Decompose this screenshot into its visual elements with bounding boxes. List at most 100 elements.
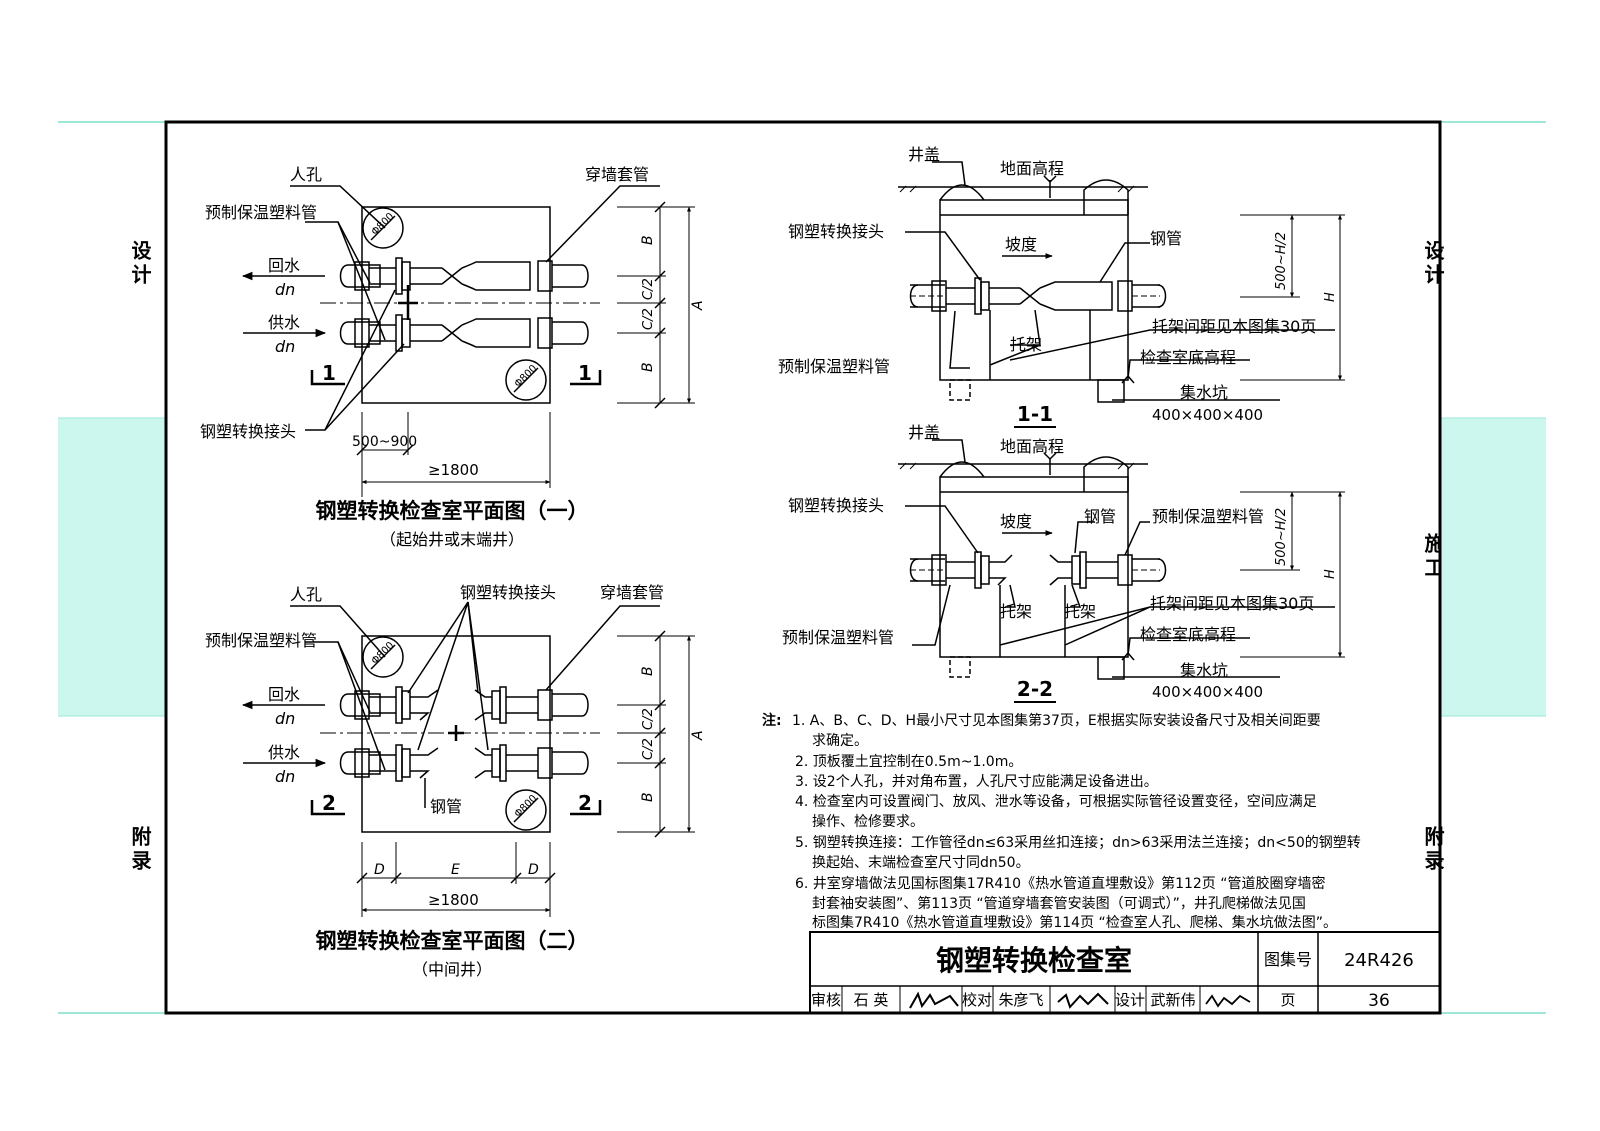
section1-cover-label: 井盖: [908, 145, 940, 164]
section1-support-note: 托架间距见本图集30页: [1152, 317, 1316, 336]
plan1-dim-c2-bottom: C/2: [641, 308, 656, 330]
notes-prefix: 注:: [762, 712, 782, 729]
section2-support-note: 托架间距见本图集30页: [1150, 594, 1314, 613]
section-view-2: [898, 439, 1345, 680]
section1-sump-size: 400×400×400: [1152, 406, 1263, 424]
drawing-title: 钢塑转换检查室: [936, 944, 1132, 977]
plan1-supply-dn: dn: [275, 337, 295, 356]
plan2-return-dn: dn: [275, 709, 295, 728]
plan2-wall-sleeve-label: 穿墙套管: [600, 583, 664, 602]
plan1-dim-range: 500~900: [352, 434, 417, 450]
title-block: [809, 931, 1441, 1014]
section1-sump-label: 集水坑: [1180, 383, 1228, 402]
plan2-supply-dn: dn: [275, 767, 295, 786]
section1-chamber-outline: [939, 199, 1129, 381]
plan1-title: 钢塑转换检查室平面图（一）: [316, 499, 589, 523]
plan1-supply-label: 供水: [268, 313, 300, 332]
plan2-section-mark-right: 2: [578, 791, 592, 815]
section1-label: 1-1: [1017, 402, 1053, 426]
section2-bottom-label: 检查室底高程: [1140, 625, 1236, 644]
plan1-section-mark-right: 1: [578, 361, 592, 385]
section2-slope-label: 坡度: [1000, 512, 1032, 531]
plan2-return-label: 回水: [268, 685, 300, 704]
note-line-3: 2. 顶板覆土宜控制在0.5m~1.0m。: [795, 754, 1022, 770]
checker-signature: [1057, 992, 1109, 1009]
section1-adapter-label: 钢塑转换接头: [788, 222, 884, 241]
section2-support-a-label: 托架: [1000, 602, 1032, 621]
plan2-supply-label: 供水: [268, 743, 300, 762]
atlas-number: 24R426: [1344, 950, 1414, 971]
section2-adapter-label: 钢塑转换接头: [788, 496, 884, 515]
plan2-dim-total: ≥1800: [428, 891, 479, 909]
plan1-chamber-outline: [361, 206, 551, 404]
plan2-dim-b-top: B: [640, 666, 656, 676]
plan2-dim-a: A: [690, 730, 706, 741]
section1-bottom-label: 检查室底高程: [1140, 348, 1236, 367]
note-line-9: 6. 井室穿墙做法见国标图集17R410《热水管道直埋敷设》第112页 “管道胶…: [795, 875, 1326, 892]
plan1-dim-b-top: B: [640, 235, 656, 245]
section1-slope-label: 坡度: [1005, 235, 1037, 254]
section2-dim-h: H: [1323, 569, 1338, 579]
page-label: 页: [1280, 991, 1295, 1009]
designer-name: 武新伟: [1150, 991, 1195, 1009]
plan1-manhole-size-top: Φ800: [370, 211, 397, 238]
reviewer-signature: [909, 991, 959, 1009]
section1-cover-left: [939, 184, 985, 201]
plan2-steel-pipe-label: 钢管: [430, 797, 462, 816]
section2-sump-size: 400×400×400: [1152, 683, 1263, 701]
plan1-manhole-bottom: [505, 359, 547, 401]
section1-dim-h: H: [1323, 292, 1338, 302]
plan2-manhole-size-bottom: Φ800: [513, 793, 540, 820]
drawing-frame: [164, 120, 1442, 1015]
plan2-dim-d-right: D: [528, 862, 539, 878]
notes-block: 注: 1. A、B、C、D、H最小尺寸见本图集第37页，E根据实际安装设备尺寸及…: [762, 712, 1361, 931]
plan2-subtitle: （中间井）: [412, 960, 492, 979]
page-number: 36: [1368, 991, 1390, 1011]
section2-chamber-outline: [939, 476, 1129, 658]
title-block-text: 钢塑转换检查室 图集号 24R426 审核 石 英 校对 朱彦飞 设计 武新伟 …: [811, 944, 1414, 1011]
section2-insulated-pipe-left-label: 预制保温塑料管: [782, 628, 894, 647]
checker-name: 朱彦飞: [998, 991, 1043, 1009]
note-line-4: 3. 设2个人孔，并对角布置，人孔尺寸应能满足设备进出。: [795, 773, 1158, 790]
right-tab-accent: [1440, 418, 1546, 716]
plan2-adapter-label: 钢塑转换接头: [460, 583, 556, 602]
plan1-manhole-label: 人孔: [290, 165, 322, 184]
section1-support-label: 托架: [1010, 335, 1042, 354]
plan-view-1: [241, 185, 695, 497]
plan1-dim-a: A: [690, 300, 706, 311]
section2-label: 2-2: [1017, 677, 1053, 701]
plan2-title: 钢塑转换检查室平面图（二）: [316, 929, 589, 953]
designer-signature: [1205, 994, 1251, 1008]
plan1-wall-sleeve-label: 穿墙套管: [585, 165, 649, 184]
plan-view-2: [241, 601, 695, 917]
section2-steel-pipe-label: 钢管: [1084, 507, 1116, 526]
note-line-1: 1. A、B、C、D、H最小尺寸见本图集第37页，E根据实际安装设备尺寸及相关间…: [792, 712, 1321, 729]
section2-cover-right: [1083, 456, 1129, 492]
plan1-return-label: 回水: [268, 256, 300, 275]
plan2-manhole-label: 人孔: [290, 585, 322, 604]
side-tab-backgrounds: [58, 121, 1546, 1014]
section2-insulated-pipe-right-label: 预制保温塑料管: [1152, 507, 1264, 526]
section-view-1: [898, 161, 1345, 403]
section-view-1-text: 井盖 地面高程 钢塑转换接头 坡度 钢管 预制保温塑料管 托架 托架间距见本图集…: [778, 145, 1338, 426]
plan2-supply-pipe: [339, 744, 589, 782]
section2-dim-top: 500~H/2: [1274, 508, 1289, 566]
plan2-return-pipe: [339, 686, 589, 724]
side-tab-appendix-left: 附录: [128, 826, 152, 874]
check-label: 校对: [962, 991, 992, 1009]
side-tab-design-left: 设计: [128, 240, 152, 288]
review-label: 审核: [811, 991, 841, 1009]
note-line-7: 5. 钢塑转换连接：工作管径dn≤63采用丝扣连接；dn>63采用法兰连接；dn…: [795, 834, 1361, 851]
section1-cover-right: [1083, 179, 1129, 215]
note-line-5: 4. 检查室内可设置阀门、放风、泄水等设备，可根据实际管径设置变径，空间应满足: [795, 793, 1317, 810]
plan2-section-mark-left: 2: [322, 791, 336, 815]
left-tab-accent: [58, 418, 166, 716]
plan1-section-mark-left: 1: [322, 361, 336, 385]
note-line-2: 求确定。: [812, 733, 868, 749]
atlas-label: 图集号: [1264, 950, 1312, 969]
note-line-10: 封套袖安装图”、第113页 “管道穿墙套管安装图（可调式）”，井孔爬梯做法见国: [812, 895, 1306, 912]
note-line-8: 换起始、末端检查室尺寸同dn50。: [812, 854, 1030, 871]
plan2-dim-e: E: [451, 862, 460, 878]
plan1-adapter-label: 钢塑转换接头: [200, 422, 296, 441]
plan1-manhole-size-bottom: Φ800: [513, 363, 540, 390]
